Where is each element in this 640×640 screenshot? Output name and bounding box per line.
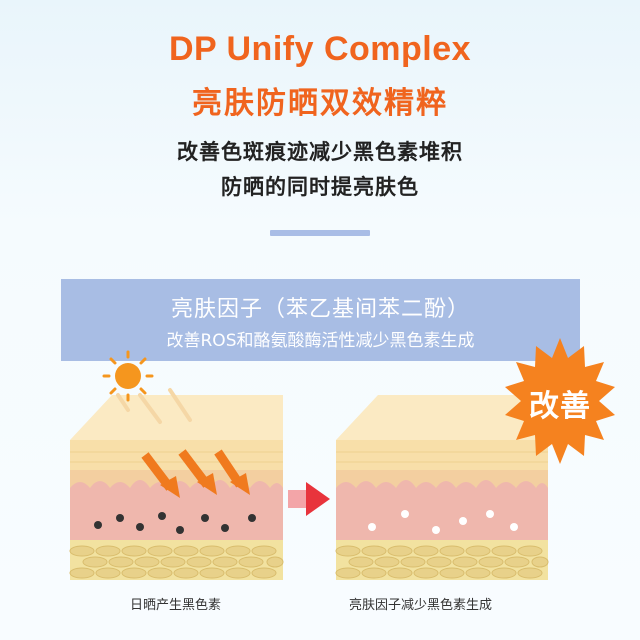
right-arrow-icon (288, 482, 330, 516)
banner-title: 亮肤因子（苯乙基间苯二酚） (170, 297, 470, 322)
product-title-cn: 亮肤防晒双效精粹 (192, 86, 448, 121)
caption-left: 日晒产生黑色素 (130, 598, 222, 613)
skin-block-left (69, 395, 284, 580)
ingredient-banner: 亮肤因子（苯乙基间苯二酚） 改善ROS和酪氨酸酶活性减少黑色素生成 (61, 279, 580, 361)
description-line-1: 改善色斑痕迹减少黑色素堆积 (177, 140, 463, 164)
description-line-2: 防晒的同时提亮肤色 (221, 175, 419, 199)
product-title-en: DP Unify Complex (168, 30, 472, 68)
banner-subtitle: 改善ROS和酪氨酸酶活性减少黑色素生成 (166, 331, 475, 351)
uv-ray-arrow-icon (141, 449, 250, 498)
light-beams (116, 388, 192, 424)
skin-block-right (335, 395, 549, 580)
starburst-badge (505, 338, 615, 464)
sun-icon (102, 350, 154, 402)
improve-badge-label: 改善 (529, 389, 591, 424)
caption-right: 亮肤因子减少黑色素生成 (349, 598, 493, 613)
divider (270, 230, 370, 236)
